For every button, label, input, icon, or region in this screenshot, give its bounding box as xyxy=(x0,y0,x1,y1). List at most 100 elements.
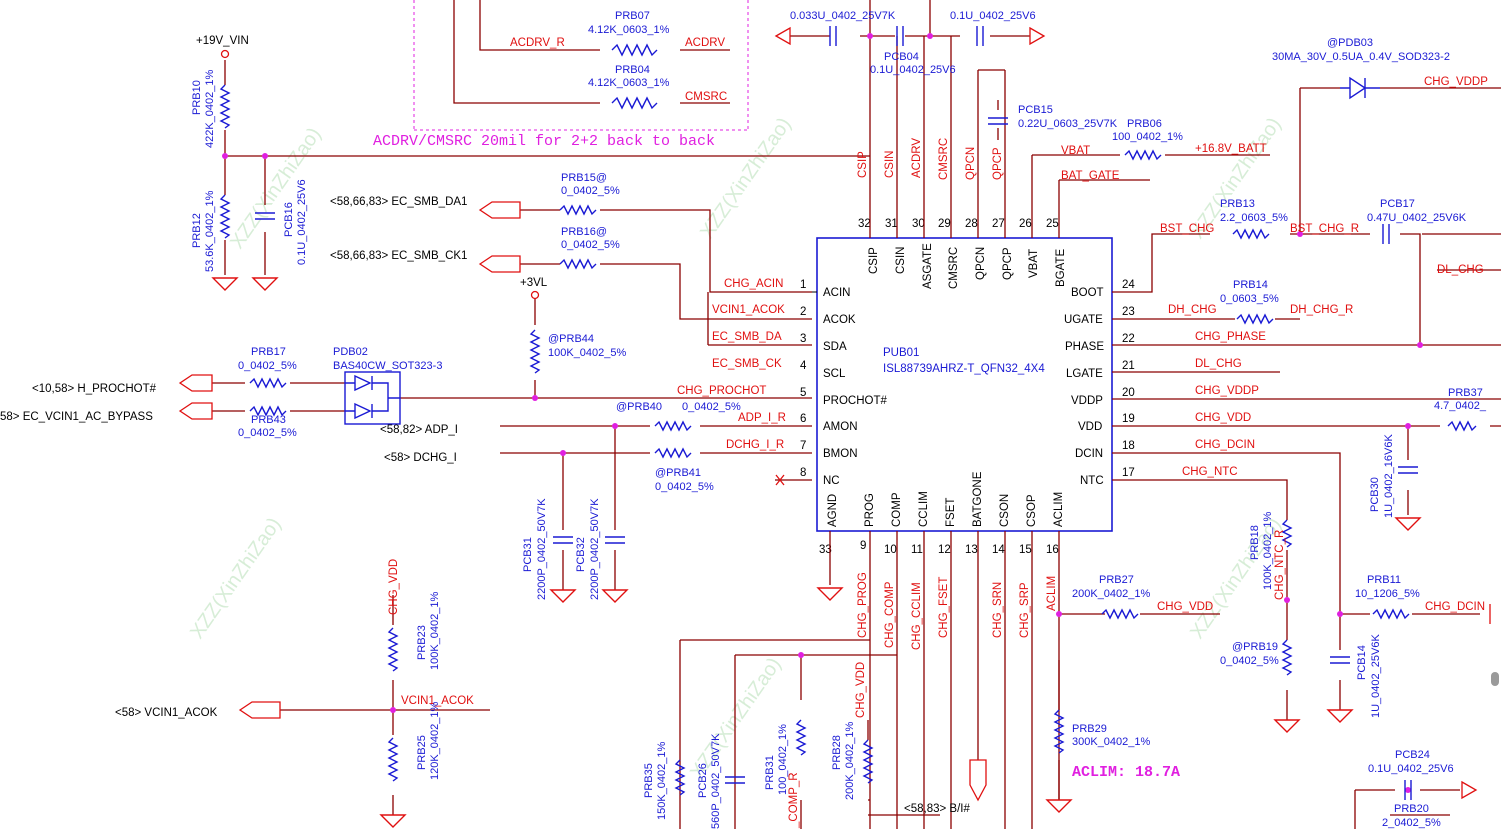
capacitors xyxy=(255,26,1418,800)
svg-text:PRB13: PRB13 xyxy=(1220,198,1255,210)
svg-text:CHG_NTC: CHG_NTC xyxy=(1182,466,1238,478)
svg-text:0_0402_5%: 0_0402_5% xyxy=(655,481,714,493)
svg-text:4.12K_0603_1%: 4.12K_0603_1% xyxy=(588,24,670,36)
svg-text:2200P_0402_50V7K: 2200P_0402_50V7K xyxy=(536,498,548,600)
svg-text:3: 3 xyxy=(800,333,806,345)
svg-text:SCL: SCL xyxy=(823,368,846,380)
svg-text:ACDRV: ACDRV xyxy=(685,37,725,49)
svg-text:17: 17 xyxy=(1122,467,1135,479)
svg-text:NTC: NTC xyxy=(1080,475,1104,487)
svg-text:200K_0402_1%: 200K_0402_1% xyxy=(1072,588,1151,600)
svg-text:16: 16 xyxy=(1046,544,1059,556)
svg-text:PCB17: PCB17 xyxy=(1380,198,1415,210)
svg-text:CHG_PHASE: CHG_PHASE xyxy=(1195,331,1266,343)
svg-text:PRB10: PRB10 xyxy=(191,80,203,115)
svg-text:CHG_DCIN: CHG_DCIN xyxy=(1195,439,1255,451)
svg-text:ADP_I_R: ADP_I_R xyxy=(738,412,786,424)
svg-text:2200P_0402_50V7K: 2200P_0402_50V7K xyxy=(589,498,601,600)
svg-text:300K_0402_1%: 300K_0402_1% xyxy=(1072,736,1151,748)
svg-text:PCB16: PCB16 xyxy=(283,202,295,237)
svg-text:PCB30: PCB30 xyxy=(1369,477,1381,512)
svg-text:BATGONE: BATGONE xyxy=(972,471,984,527)
svg-text:_COMP_R: _COMP_R xyxy=(788,772,800,829)
svg-text:100K_0402_1%: 100K_0402_1% xyxy=(429,591,441,670)
svg-text:100_0402_1%: 100_0402_1% xyxy=(777,724,789,795)
ic-top-pins: CSIP 32 CSIN 31 ASGATE 30 CMSRC 29 QPCN … xyxy=(858,218,1067,289)
svg-text:PRB28: PRB28 xyxy=(831,735,843,770)
svg-text:CMSRC: CMSRC xyxy=(948,247,960,289)
svg-text:VCIN1_ACOK: VCIN1_ACOK xyxy=(712,304,785,316)
svg-text:PRB15@: PRB15@ xyxy=(561,172,607,184)
svg-text:PCB24: PCB24 xyxy=(1395,749,1430,761)
svg-text:PRB31: PRB31 xyxy=(764,755,776,790)
svg-text:EC_SMB_CK: EC_SMB_CK xyxy=(712,358,782,370)
charger-ic-body xyxy=(816,237,1113,532)
svg-text:10_1206_5%: 10_1206_5% xyxy=(1355,588,1420,600)
svg-text:AMON: AMON xyxy=(823,421,858,433)
svg-text:BAS40CW_SOT323-3: BAS40CW_SOT323-3 xyxy=(333,360,442,372)
svg-text:<58,83> B/I#: <58,83> B/I# xyxy=(904,803,970,815)
ic-part: ISL88739AHRZ-T_QFN32_4X4 xyxy=(883,363,1045,375)
svg-text:PRB25: PRB25 xyxy=(416,735,428,770)
svg-text:4.12K_0603_1%: 4.12K_0603_1% xyxy=(588,77,670,89)
svg-text:@PRB44: @PRB44 xyxy=(548,333,594,345)
svg-text:CHG_COMP: CHG_COMP xyxy=(884,581,896,648)
ground-symbols xyxy=(211,277,1422,828)
svg-text:1: 1 xyxy=(800,279,806,291)
svg-text:0_0402_5%: 0_0402_5% xyxy=(682,401,741,413)
svg-text:PRB04: PRB04 xyxy=(615,64,650,76)
svg-text:150K_0402_1%: 150K_0402_1% xyxy=(656,741,668,820)
svg-text:QPCP: QPCP xyxy=(992,147,1004,180)
svg-text:BMON: BMON xyxy=(823,448,858,460)
svg-text:CHG_VDD: CHG_VDD xyxy=(855,662,867,718)
junctions xyxy=(222,33,1423,793)
svg-text:30MA_30V_0.5UA_0.4V_SOD323-2: 30MA_30V_0.5UA_0.4V_SOD323-2 xyxy=(1272,51,1450,63)
svg-text:0.22U_0603_25V7K: 0.22U_0603_25V7K xyxy=(1018,118,1118,130)
svg-text:CSON: CSON xyxy=(999,494,1011,527)
wires xyxy=(210,0,1501,829)
svg-text:LGATE: LGATE xyxy=(1066,368,1103,380)
svg-text:CHG_SRP: CHG_SRP xyxy=(1019,582,1031,638)
svg-text:CHG_FSET: CHG_FSET xyxy=(938,577,950,638)
svg-text:ACDRV_R: ACDRV_R xyxy=(510,37,565,49)
svg-text:CHG_CCLIM: CHG_CCLIM xyxy=(911,582,923,650)
svg-text:ACLIM: ACLIM xyxy=(1053,492,1065,527)
svg-text:6: 6 xyxy=(800,413,806,425)
svg-text:PRB16@: PRB16@ xyxy=(561,226,607,238)
svg-text:BOOT: BOOT xyxy=(1071,287,1104,299)
svg-text:PCB31: PCB31 xyxy=(522,537,534,572)
svg-text:<58> VCIN1_ACOK: <58> VCIN1_ACOK xyxy=(115,707,218,719)
svg-text:<58,66,83> EC_SMB_DA1: <58,66,83> EC_SMB_DA1 xyxy=(330,196,467,208)
svg-text:PRB43: PRB43 xyxy=(251,414,286,426)
svg-text:PCB04: PCB04 xyxy=(884,51,919,63)
svg-text:EC_SMB_DA: EC_SMB_DA xyxy=(712,331,782,343)
svg-text:53.6K_0402_1%: 53.6K_0402_1% xyxy=(204,190,216,272)
ic-left-pins: 1 ACIN 2 ACOK 3 SDA 4 SCL 5 PROCHOT# 6 A… xyxy=(800,279,888,487)
svg-text:XZZ(XinZhiZao): XZZ(XinZhiZao) xyxy=(226,124,326,253)
svg-text:0.47U_0402_25V6K: 0.47U_0402_25V6K xyxy=(1367,212,1467,224)
svg-text:CHG_NTC_R: CHG_NTC_R xyxy=(1274,530,1286,600)
svg-text:5: 5 xyxy=(800,387,806,399)
svg-text:15: 15 xyxy=(1019,544,1032,556)
svg-text:CHG_ACIN: CHG_ACIN xyxy=(724,278,783,290)
svg-text:PRB23: PRB23 xyxy=(416,625,428,660)
svg-text:CHG_PROCHOT: CHG_PROCHOT xyxy=(677,385,766,397)
svg-text:20: 20 xyxy=(1122,387,1135,399)
svg-text:ACOK: ACOK xyxy=(823,314,856,326)
svg-text:@PDB03: @PDB03 xyxy=(1327,37,1373,49)
svg-text:0.1U_0402_25V6: 0.1U_0402_25V6 xyxy=(296,179,308,265)
svg-text:@PRB41: @PRB41 xyxy=(655,467,701,479)
svg-text:100K_0402_1%: 100K_0402_1% xyxy=(1262,511,1274,590)
resistors xyxy=(219,43,1477,796)
svg-text:2.2_0603_5%: 2.2_0603_5% xyxy=(1220,212,1288,224)
svg-text:PHASE: PHASE xyxy=(1065,341,1104,353)
svg-text:0.033U_0402_25V7K: 0.033U_0402_25V7K xyxy=(790,10,896,22)
svg-text:0_0402_5%: 0_0402_5% xyxy=(561,239,620,251)
svg-text:33: 33 xyxy=(819,544,832,556)
svg-text:560P_0402_50V7K: 560P_0402_50V7K xyxy=(710,733,722,829)
svg-text:CHG_VDDP: CHG_VDDP xyxy=(1195,385,1259,397)
svg-text:CHG_VDD: CHG_VDD xyxy=(1157,601,1213,613)
svg-text:13: 13 xyxy=(965,544,978,556)
scrollbar-thumb[interactable] xyxy=(1491,672,1499,686)
svg-text:PCB14: PCB14 xyxy=(1356,645,1368,680)
